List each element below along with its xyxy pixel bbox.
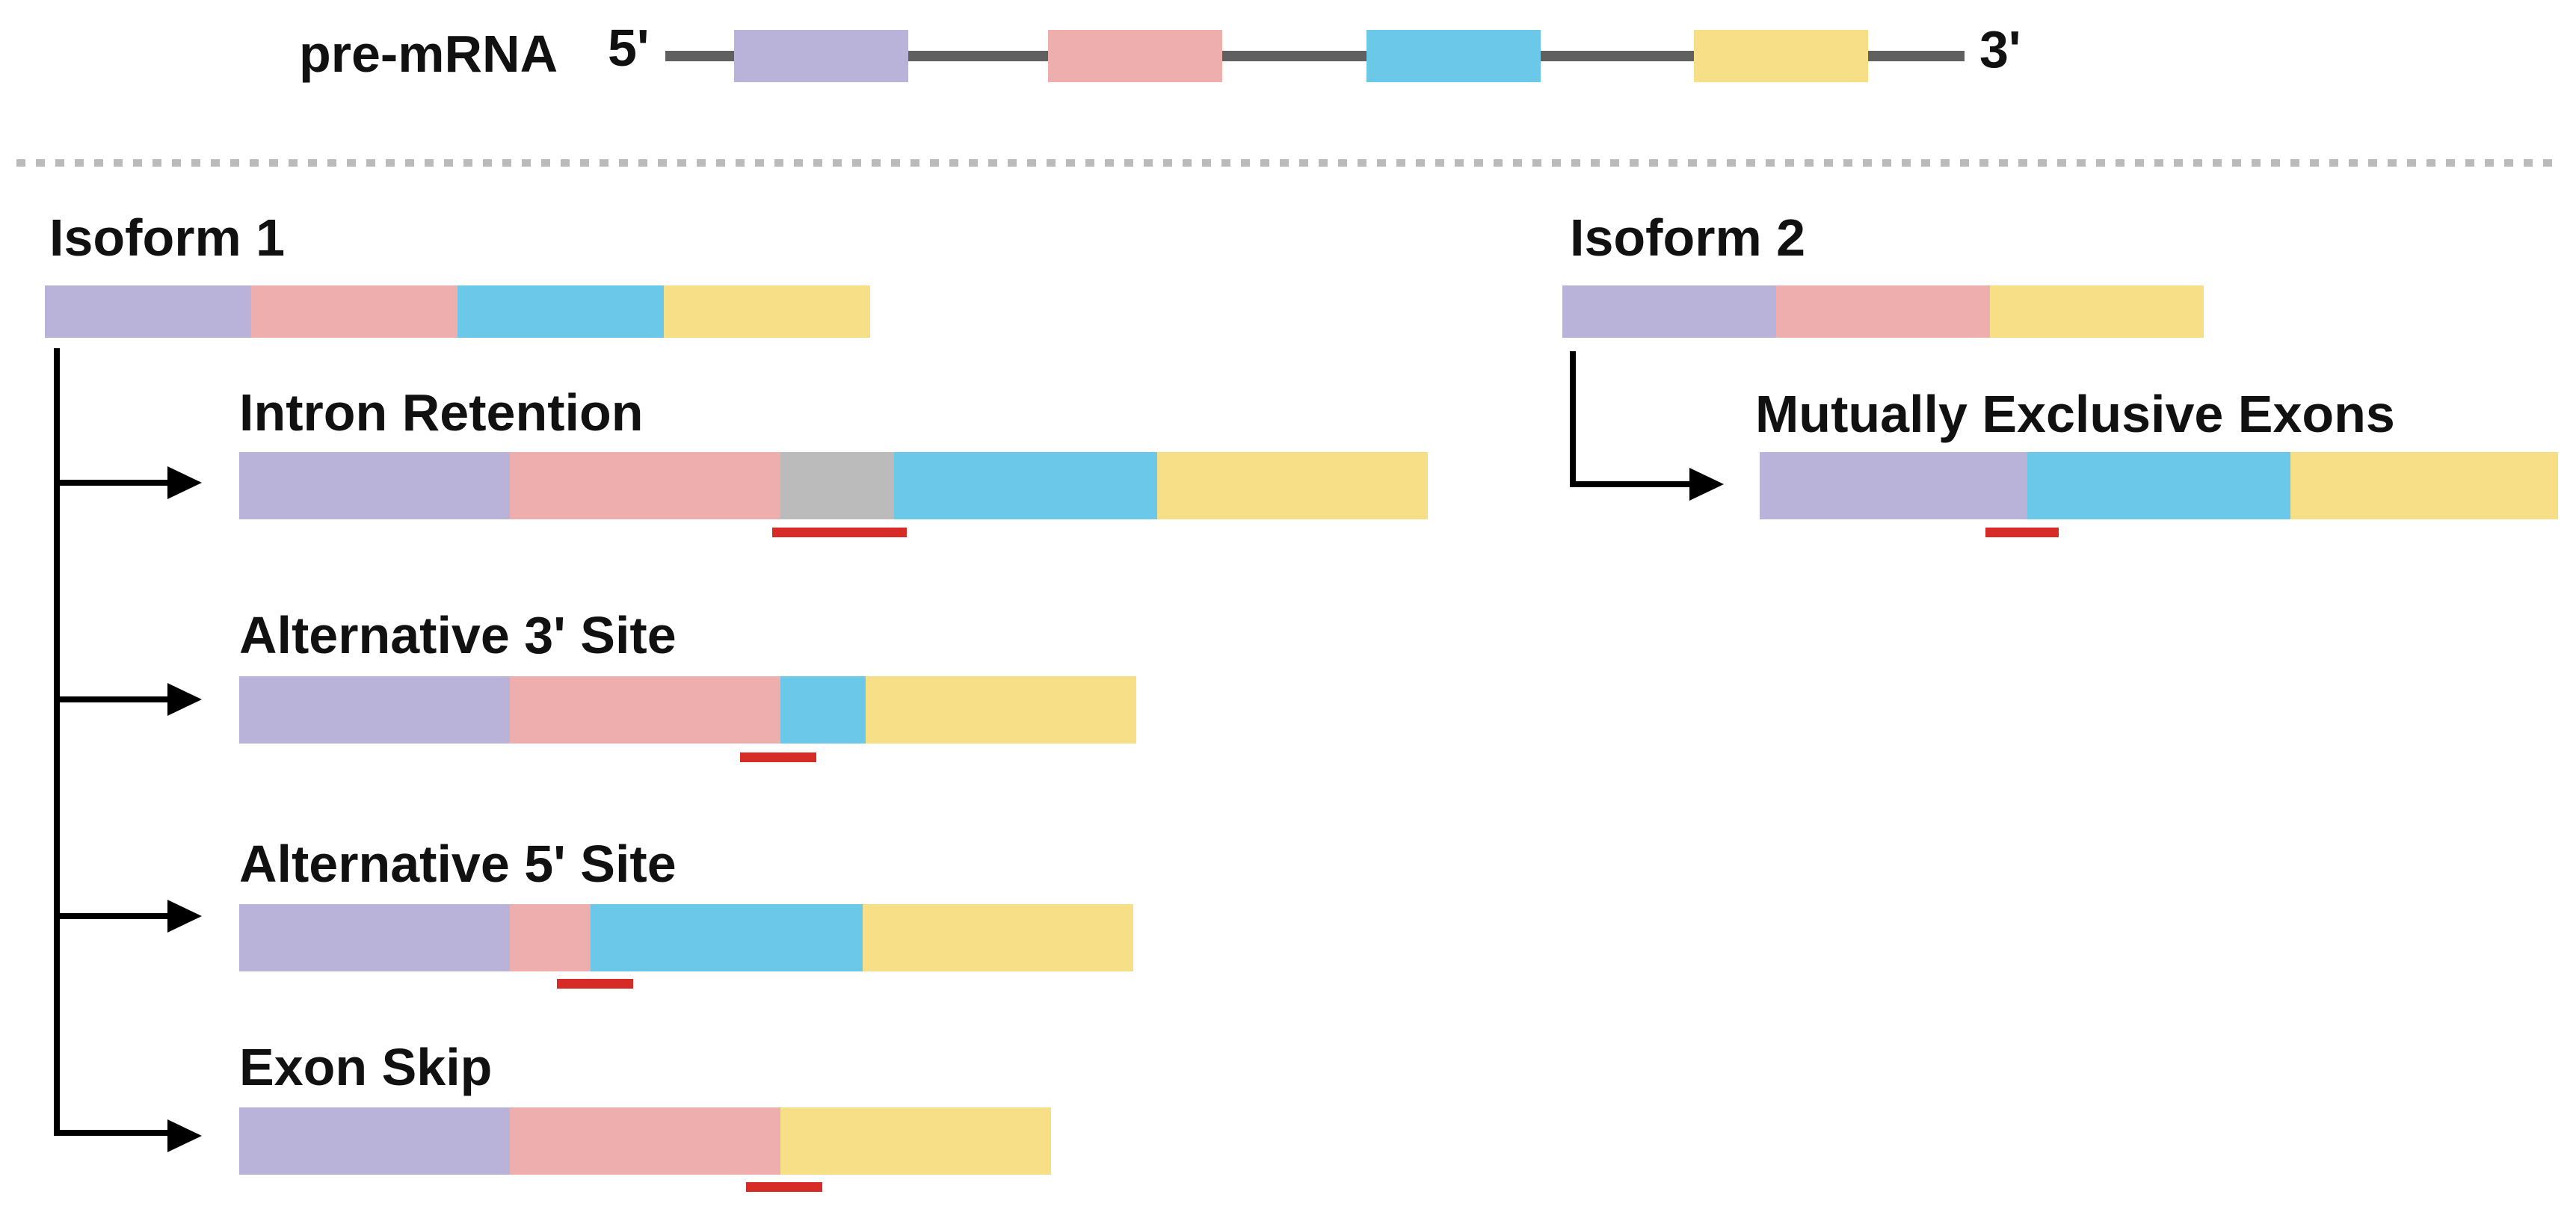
pre-mrna-exon-4 (1694, 30, 1868, 82)
alt-3-site-exon-4 (866, 676, 1136, 744)
alt-3-site-event: Alternative 3' Site (239, 606, 1136, 762)
alt-5-site-exon-4 (863, 904, 1133, 971)
exon-skip-exon-2 (510, 1107, 780, 1175)
mutually-exclusive-junction-marker (1985, 528, 2059, 537)
mutually-exclusive-title: Mutually Exclusive Exons (1755, 385, 2395, 443)
pre-mrna-exon-2 (1048, 30, 1222, 82)
mutually-exclusive-event: Mutually Exclusive Exons (1755, 385, 2558, 537)
alt-3-site-exon-1 (239, 676, 510, 744)
mutually-exclusive-exon-4 (2290, 452, 2558, 519)
isoform-2-title: Isoform 2 (1570, 208, 1805, 267)
three-prime-label: 3' (1979, 20, 2021, 78)
alt-5-site-title: Alternative 5' Site (239, 835, 677, 893)
alt-3-site-exon-3-truncated (780, 676, 866, 744)
alt-5-site-junction-marker (557, 979, 633, 989)
intron-retention-junction-marker (772, 528, 907, 537)
intron-retention-exon-3 (894, 452, 1157, 519)
arrow-alt-5-site-head (167, 900, 202, 933)
alt-3-site-title: Alternative 3' Site (239, 606, 677, 664)
isoform-2-exon-4 (1990, 285, 2204, 338)
alt-5-site-exon-3 (591, 904, 863, 971)
isoform-2-exon-1 (1562, 285, 1776, 338)
isoform-1-exon-3 (457, 285, 664, 338)
arrow-alt-3-site-head (167, 683, 202, 716)
alt-3-site-junction-marker (740, 752, 816, 762)
pre-mrna-label: pre-mRNA (299, 25, 558, 83)
isoform-2-connector-line (1570, 351, 1694, 487)
mutually-exclusive-exon-3 (2027, 452, 2290, 519)
isoform-2-group: Isoform 2 (1562, 208, 2204, 501)
intron-retention-exon-4 (1157, 452, 1428, 519)
pre-mrna-exon-1 (734, 30, 908, 82)
isoform-1-exon-4 (664, 285, 870, 338)
isoform-2-exon-2 (1776, 285, 1990, 338)
intron-retention-exon-2 (510, 452, 780, 519)
alt-5-site-exon-1 (239, 904, 510, 971)
isoform-1-title: Isoform 1 (49, 208, 285, 267)
alt-5-site-event: Alternative 5' Site (239, 835, 1133, 989)
isoform-1-exon-2 (251, 285, 457, 338)
exon-skip-exon-1 (239, 1107, 510, 1175)
arrow-exon-skip-head (167, 1119, 202, 1152)
arrow-mutually-exclusive-head (1689, 468, 1724, 501)
pre-mrna-exon-3 (1366, 30, 1541, 82)
alt-3-site-exon-2 (510, 676, 780, 744)
isoform-1-group: Isoform 1 (45, 208, 870, 1152)
intron-retention-exon-1 (239, 452, 510, 519)
exon-skip-exon-4 (780, 1107, 1051, 1175)
intron-retention-title: Intron Retention (239, 383, 643, 442)
mutually-exclusive-exon-1 (1760, 452, 2027, 519)
alt-5-site-exon-2-truncated (510, 904, 591, 971)
pre-mrna-row: pre-mRNA 5' 3' (299, 19, 2021, 83)
five-prime-label: 5' (608, 19, 650, 77)
arrow-intron-retention-head (167, 466, 202, 499)
intron-retention-event: Intron Retention (239, 383, 1428, 537)
intron-retention-retained-intron (780, 452, 894, 519)
exon-skip-junction-marker (746, 1182, 822, 1192)
isoform-1-exon-1 (45, 285, 251, 338)
exon-skip-event: Exon Skip (239, 1038, 1051, 1192)
exon-skip-title: Exon Skip (239, 1038, 492, 1096)
